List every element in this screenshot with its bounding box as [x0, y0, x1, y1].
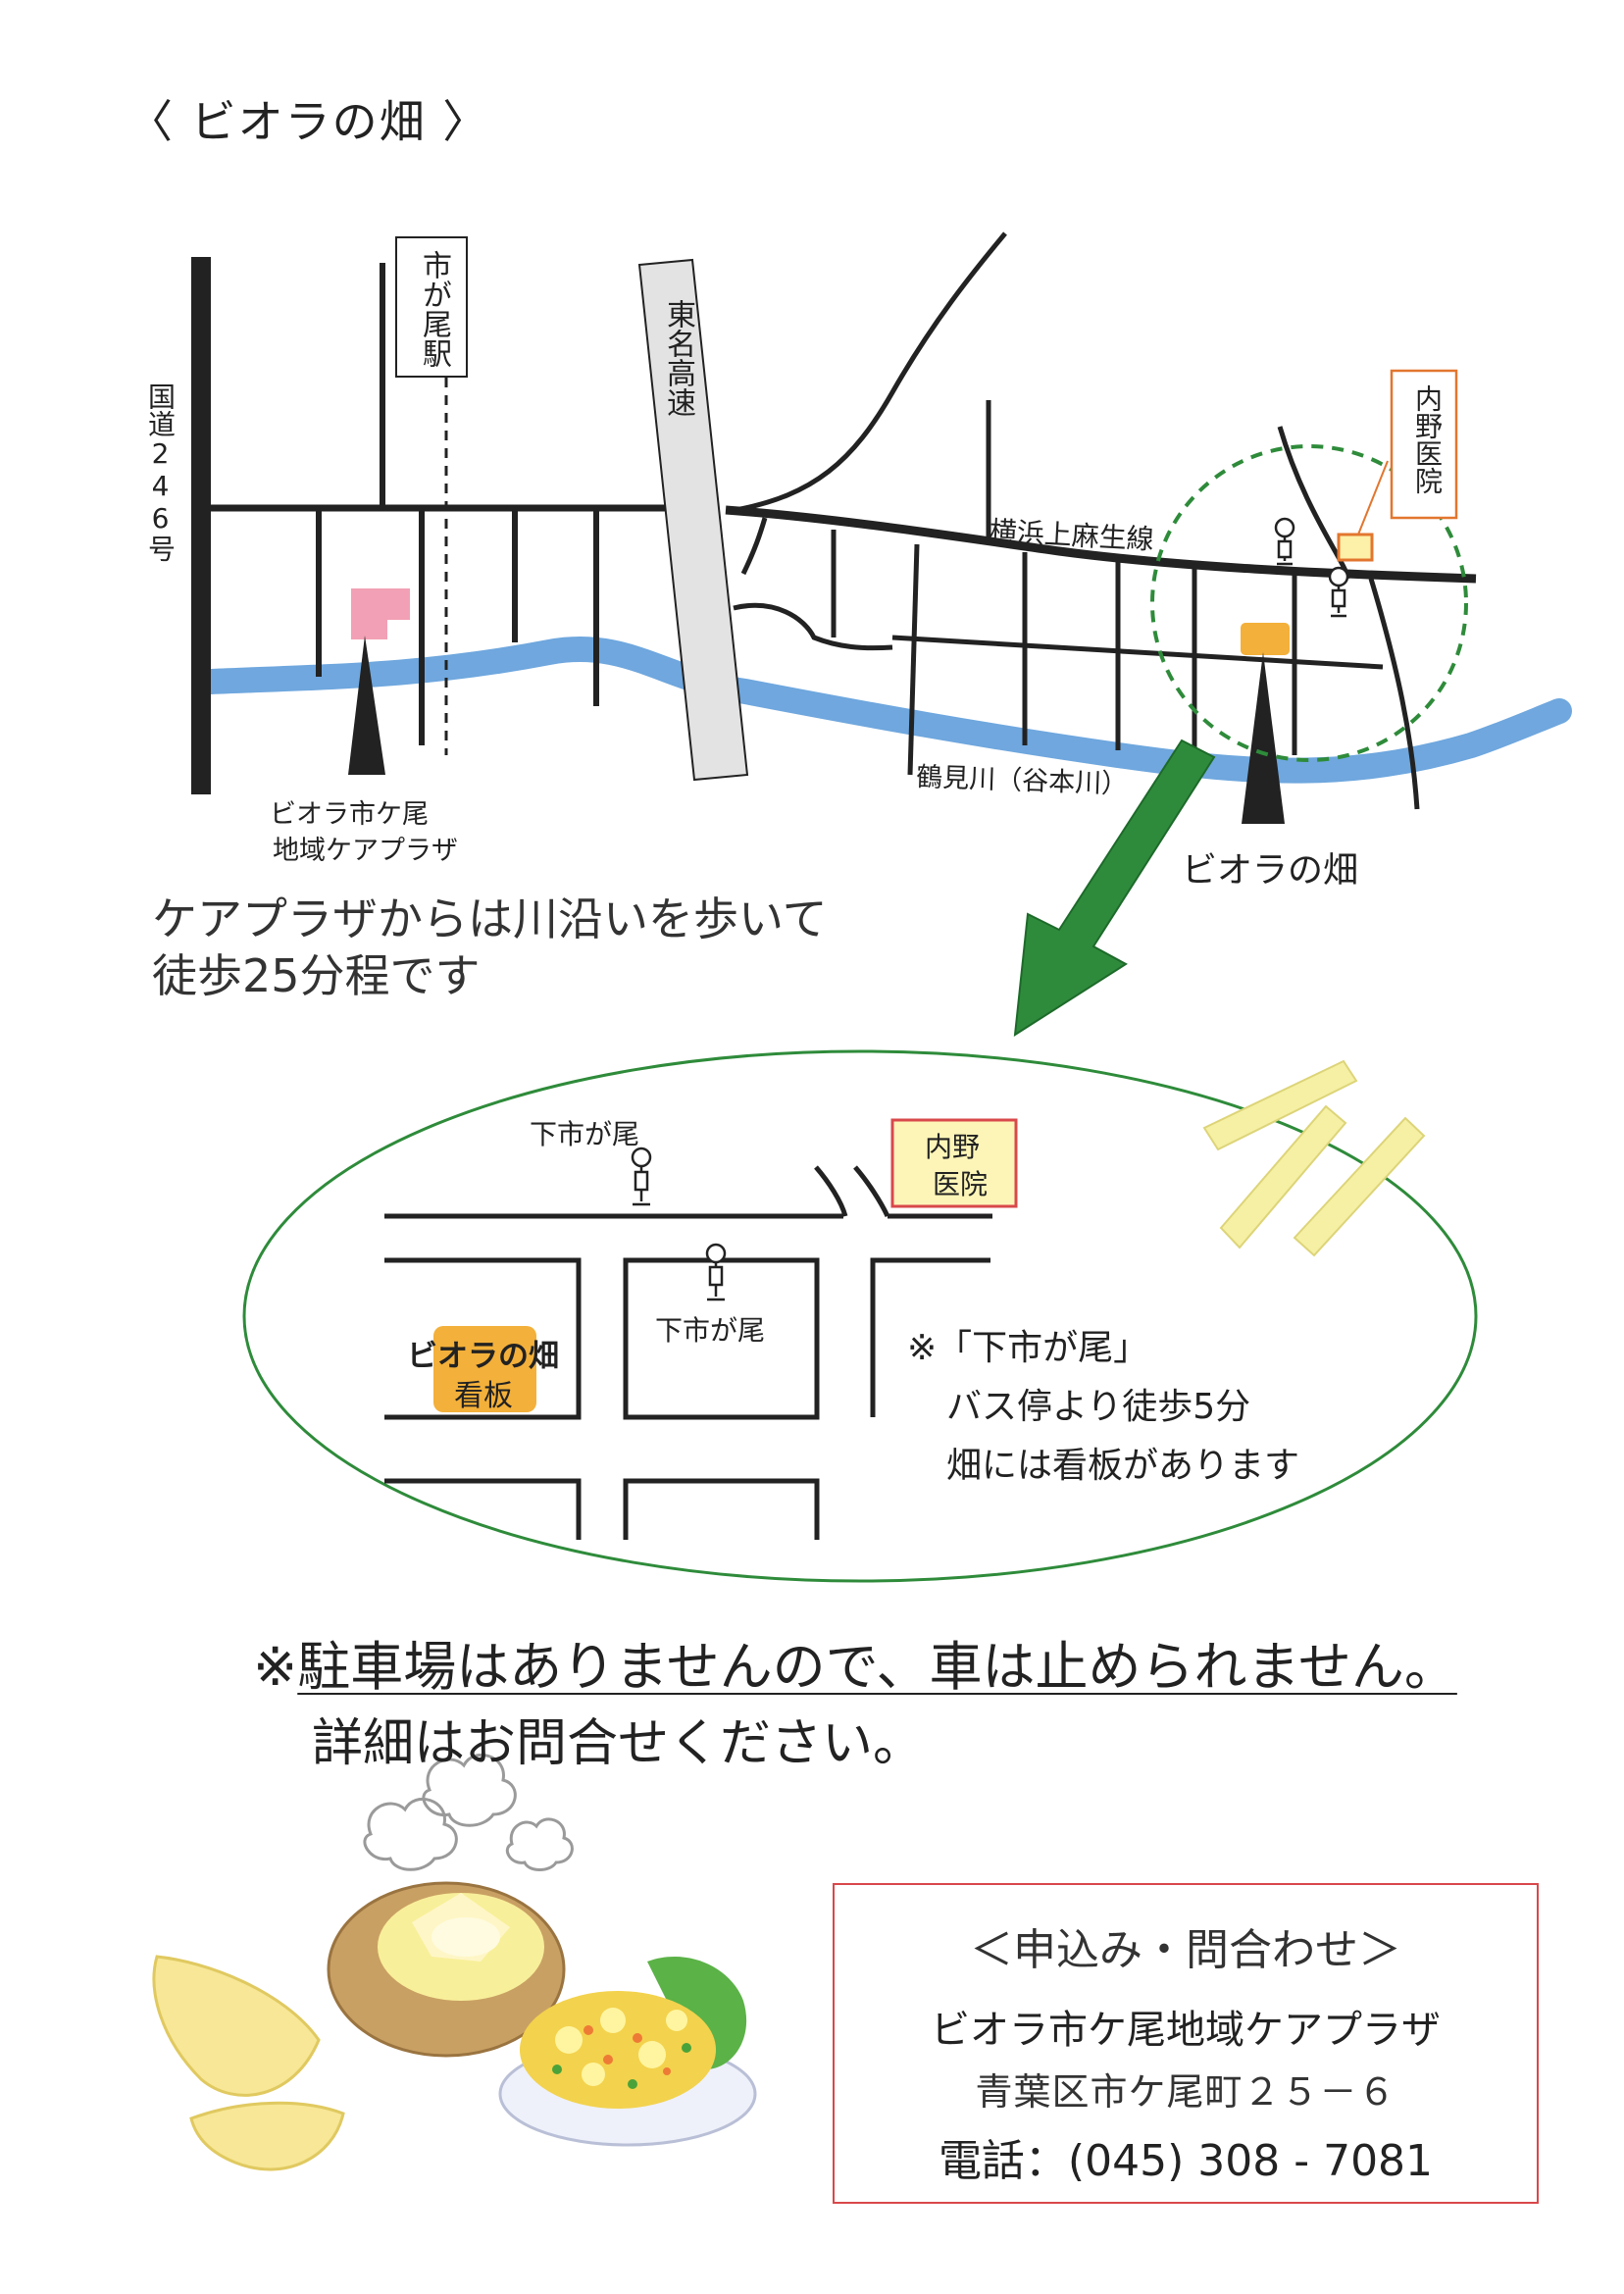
tomei-expressway — [637, 258, 749, 782]
tomei-label: 東名高速 — [661, 299, 695, 417]
careplaza-marker — [351, 588, 410, 639]
detail-note-line2: バス停より徒歩5分 — [946, 1387, 1251, 1427]
clinic-label: 内野医院 — [1411, 384, 1444, 494]
potato-slice-illustration — [152, 1955, 345, 2171]
steam-icon — [363, 1753, 574, 1871]
contact-name: ビオラ市ケ尾地域ケアプラザ — [931, 2008, 1441, 2053]
area-circle — [1150, 444, 1468, 762]
potato-illustration — [327, 1881, 566, 2058]
detail-clinic-line2: 医院 — [933, 1168, 989, 1200]
contact-title: ＜申込み・問合わせ＞ — [970, 1925, 1401, 1975]
parking-note: ※駐車場はありませんので、車は止められません。 — [253, 1623, 1457, 1701]
direction-arrow — [1013, 739, 1216, 1037]
bus-stop-icon — [1274, 517, 1295, 566]
bus-stop-icon — [631, 1147, 652, 1206]
walk-note-line1: ケアプラザからは川沿いを歩いて — [152, 892, 828, 945]
detail-note-line3: 畑には看板があります — [946, 1446, 1300, 1486]
salad-illustration — [498, 1956, 757, 2147]
detail-field-line2: 看板 — [454, 1379, 513, 1413]
station-label: 市が尾駅 — [417, 250, 451, 368]
contact-address: 青葉区市ケ尾町２５－６ — [975, 2070, 1396, 2114]
careplaza-label-2: 地域ケアプラザ — [273, 836, 458, 866]
detail-field-line1: ビオラの畑 — [407, 1339, 559, 1374]
detail-streets — [384, 1165, 992, 1540]
left-streets — [316, 263, 599, 745]
route-246-label: 国道246号 — [144, 382, 177, 562]
field-marker — [1241, 623, 1290, 655]
page-title: 〈 ビオラの畑 〉 — [127, 95, 490, 148]
careplaza-label-1: ビオラ市ケ尾 — [270, 799, 429, 830]
bus-stop-top-label: 下市が尾 — [530, 1118, 640, 1150]
detail-clinic-line1: 内野 — [925, 1131, 981, 1163]
river — [198, 636, 1572, 784]
bus-stop-icon — [705, 1243, 727, 1301]
field-label: ビオラの畑 — [1182, 850, 1359, 891]
clinic-marker — [1337, 533, 1374, 562]
field-pin — [1242, 652, 1285, 824]
bus-stop-icon — [1328, 566, 1349, 618]
walk-note-line2: 徒歩25分程です — [152, 949, 481, 1002]
contact-phone: 電話：(045) 308 - 7081 — [938, 2136, 1434, 2186]
contact-box: ＜申込み・問合わせ＞ ビオラ市ケ尾地域ケアプラザ 青葉区市ケ尾町２５－６ 電話：… — [833, 1883, 1539, 2204]
inquiry-note: 詳細はお問合せください。 — [312, 1714, 925, 1773]
detail-ellipse — [242, 1049, 1478, 1583]
walk-note: ケアプラザからは川沿いを歩いて 徒歩25分程です — [152, 891, 828, 1004]
fries-illustration — [1202, 1059, 1426, 1257]
detail-note-line1: ※「下市が尾」 — [907, 1328, 1149, 1368]
river-label: 鶴見川（谷本川） — [915, 761, 1129, 800]
parking-mark: ※ — [253, 1636, 298, 1698]
bus-stop-mid-label: 下市が尾 — [655, 1314, 766, 1347]
parking-note-text: 駐車場はありませんので、車は止められません。 — [297, 1636, 1457, 1698]
careplaza-pin — [348, 636, 385, 775]
